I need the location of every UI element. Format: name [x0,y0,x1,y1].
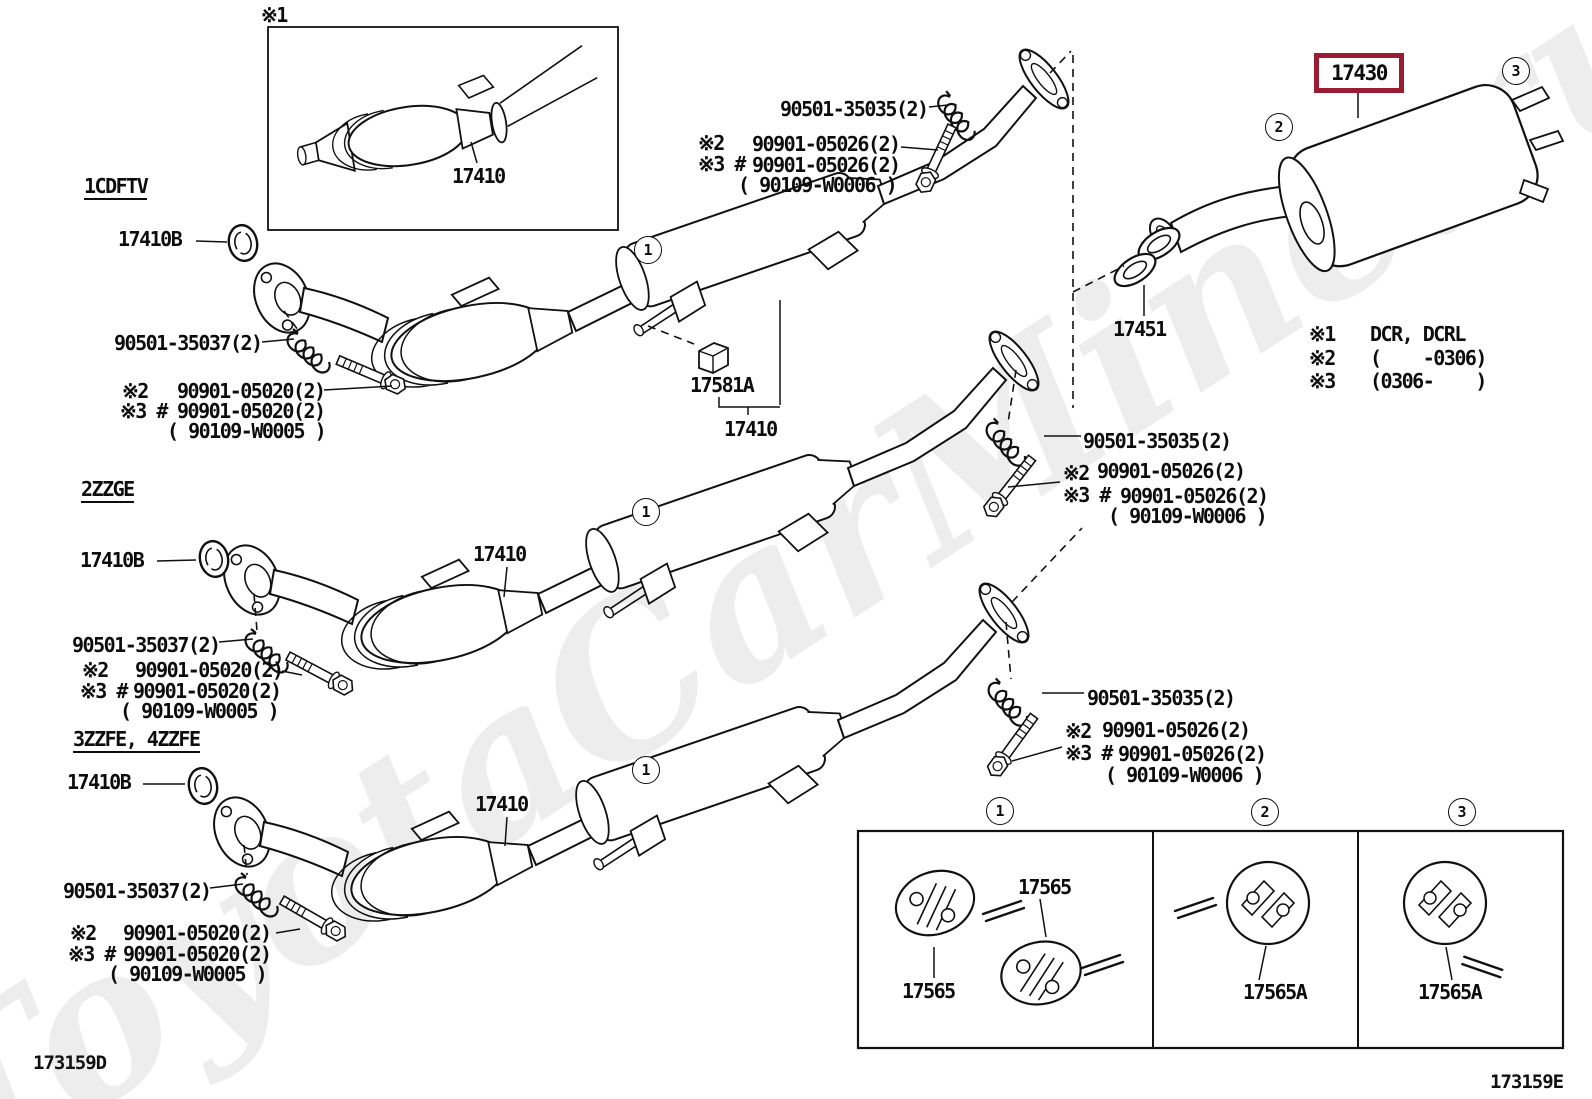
inset-converter-drawing [267,26,619,231]
part-label-front-bolt2-3[interactable]: 90901-05020(2) [123,921,272,945]
inset-marker: ※1 [261,3,288,27]
part-label-front-spring-3[interactable]: 90501-35037(2) [63,879,212,903]
marker-x3-rear-1: ※3 # [698,152,746,176]
part-label-17565-top[interactable]: 17565 [1018,875,1072,899]
callout-2-box: 2 [1251,798,1279,826]
diagram-code-left: 173159D [33,1052,107,1074]
legend-text-3: (0306- ) [1370,369,1487,393]
highlighted-part-17430[interactable]: 17430 [1314,53,1404,93]
muffler-drawing [1148,84,1565,273]
part-label-rear-bolt2-3[interactable]: 90901-05026(2) [1102,718,1251,742]
part-label-front-bolt3-3[interactable]: 90901-05020(2) [123,942,272,966]
part-label-front-bolt3-1[interactable]: 90901-05020(2) [177,399,326,423]
marker-x2-front-3: ※2 [70,921,97,945]
part-label-front-spring-1[interactable]: 90501-35037(2) [114,331,263,355]
part-label-17565-bottom[interactable]: 17565 [902,979,956,1003]
part-label-rear-bolt3-3[interactable]: 90901-05026(2) [1118,742,1267,766]
part-label-rear-bolt2-1[interactable]: 90901-05026(2) [752,132,901,156]
leader-lines [143,92,1453,981]
part-label-front-kit-3[interactable]: ( 90109-W0005 ) [108,962,268,986]
legend-marker-1: ※1 [1309,322,1336,346]
engine-header-3zzfe-4zzfe: 3ZZFE, 4ZZFE [73,727,201,753]
engine-header-1cdftv: 1CDFTV [84,174,149,200]
dashed-guides [243,50,1125,876]
part-label-17581a[interactable]: 17581A [690,373,755,397]
insulator-cube [698,342,729,374]
part-label-17410-2[interactable]: 17410 [473,542,527,566]
diagram-code-right: 173159E [1490,1071,1564,1093]
part-label-17410b-1[interactable]: 17410B [118,227,183,251]
callout-1-assembly-2: 1 [632,498,660,526]
part-label-17451[interactable]: 17451 [1113,317,1167,341]
marker-x2-rear-2: ※2 [1063,461,1090,485]
part-label-17565a-cell2[interactable]: 17565A [1243,980,1308,1004]
engine-header-2zzge: 2ZZGE [81,477,135,503]
marker-x3-front-3: ※3 # [68,942,116,966]
callout-1-box: 1 [986,797,1014,825]
part-label-17410b-3[interactable]: 17410B [67,770,132,794]
marker-x2-front-1: ※2 [122,379,149,403]
callout-1-assembly-3: 1 [632,756,660,784]
part-label-rear-bolt2-2[interactable]: 90901-05026(2) [1097,459,1246,483]
part-label-rear-spring-1[interactable]: 90501-35035(2) [780,97,929,121]
marker-x2-front-2: ※2 [82,658,109,682]
part-label-front-spring-2[interactable]: 90501-35037(2) [72,633,221,657]
callout-3-box: 3 [1448,798,1476,826]
marker-x3-rear-2: ※3 # [1063,483,1111,507]
part-label-front-bolt2-1[interactable]: 90901-05020(2) [177,379,326,403]
part-label-front-bolt3-2[interactable]: 90901-05020(2) [133,679,282,703]
legend-text-2: ( -0306) [1370,346,1487,370]
hanger-parts-box [856,829,1565,1050]
part-label-17410-3[interactable]: 17410 [475,792,529,816]
part-label-rear-kit-2[interactable]: ( 90109-W0006 ) [1108,504,1268,528]
part-label-17410-center[interactable]: 17410 [724,417,778,441]
marker-x2-rear-3: ※2 [1065,719,1092,743]
part-label-17565a-cell3[interactable]: 17565A [1418,980,1483,1004]
part-label-rear-kit-3[interactable]: ( 90109-W0006 ) [1105,763,1265,787]
part-label-rear-spring-2[interactable]: 90501-35035(2) [1083,429,1232,453]
part-label-rear-bolt3-1[interactable]: 90901-05026(2) [752,153,901,177]
part-label-front-kit-1[interactable]: ( 90109-W0005 ) [167,419,327,443]
part-label-17410b-2[interactable]: 17410B [80,548,145,572]
legend-marker-3: ※3 [1309,369,1336,393]
marker-x3-front-2: ※3 # [80,679,128,703]
legend-text-1: DCR, DCRL [1370,322,1466,346]
callout-1-assembly-1: 1 [634,236,662,264]
marker-x3-rear-3: ※3 # [1065,741,1113,765]
part-label-17410-inset[interactable]: 17410 [452,164,506,188]
part-label-rear-kit-1[interactable]: ( 90109-W0006 ) [738,173,898,197]
part-label-rear-bolt3-2[interactable]: 90901-05026(2) [1120,484,1269,508]
legend-marker-2: ※2 [1309,346,1336,370]
part-label-rear-spring-3[interactable]: 90501-35035(2) [1087,686,1236,710]
part-label-front-bolt2-2[interactable]: 90901-05020(2) [135,658,284,682]
marker-x2-rear-1: ※2 [698,131,725,155]
callout-3-muffler: 3 [1502,57,1530,85]
marker-x3-front-1: ※3 # [120,399,168,423]
part-label-front-kit-2[interactable]: ( 90109-W0005 ) [120,699,280,723]
callout-2-muffler: 2 [1265,113,1293,141]
